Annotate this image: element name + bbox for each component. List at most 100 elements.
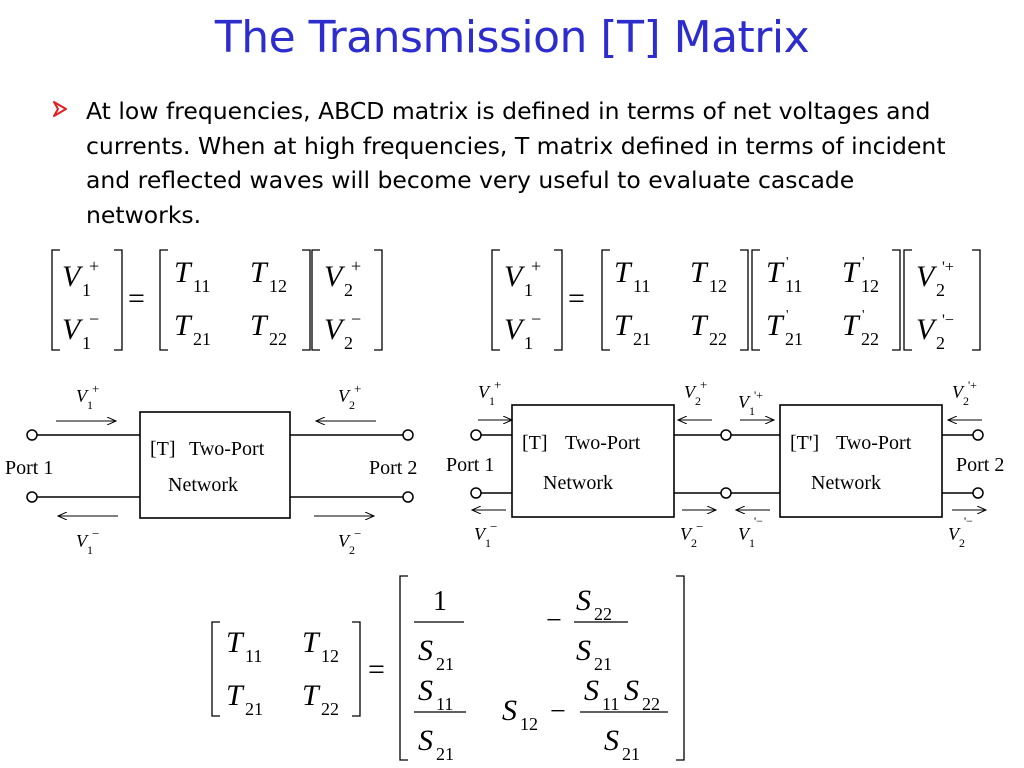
math-symbol-V: V	[738, 392, 751, 412]
math-symbol-equals: =	[568, 282, 585, 315]
math-symbol-sub-12: 12	[321, 646, 339, 666]
math-symbol-block-bracket: [T]	[150, 438, 176, 460]
math-symbol-S: S	[576, 584, 591, 617]
diagram-stroke-path	[114, 249, 123, 351]
math-symbol-block-line1: Two-Port	[836, 432, 912, 454]
diagram-stroke-path	[311, 249, 320, 351]
math-symbol-sup-minus: −	[351, 309, 361, 329]
math-symbol-V: V	[952, 382, 965, 402]
math-symbol-T: T	[174, 309, 193, 342]
math-symbol-sup-plus: +	[494, 377, 501, 392]
diagram-stroke-path	[374, 249, 383, 351]
two-port-block-1	[511, 404, 675, 518]
diagram-stroke-circle	[470, 487, 482, 499]
math-symbol-sub-22: 22	[642, 694, 660, 714]
math-symbol-sub-12: 12	[520, 714, 538, 734]
math-symbol-T: T	[174, 256, 193, 289]
math-symbol-sup-plus: +	[92, 381, 99, 396]
math-symbol-V: V	[738, 524, 751, 544]
math-symbol-V: V	[76, 386, 89, 406]
math-symbol-sub-22: 22	[594, 604, 612, 624]
math-symbol-sup-minus: −	[89, 309, 99, 329]
diagram-stroke-path	[159, 249, 168, 351]
math-symbol-sub-2: 2	[691, 536, 697, 550]
two-port-block-2	[779, 404, 943, 518]
math-symbol-V: V	[76, 531, 89, 551]
math-symbol-V: V	[478, 382, 491, 402]
math-symbol-sub-11: 11	[245, 646, 262, 666]
math-symbol-V: V	[474, 524, 487, 544]
math-symbol-sup-plus: +	[89, 256, 99, 276]
math-symbol-sub-12: 12	[861, 276, 879, 296]
diagram-cascade-two-port: [T] Two-Port Network [T'] Two-Port Netwo…	[446, 377, 1004, 550]
math-symbol-neg: −	[550, 696, 566, 727]
math-symbol-V: V	[324, 260, 346, 293]
diagram-stroke-path	[352, 621, 361, 717]
math-symbol-sub-2: 2	[963, 394, 969, 408]
math-symbol-T: T	[690, 309, 709, 342]
math-symbol-equals: =	[128, 282, 145, 315]
math-symbol-S: S	[624, 674, 639, 707]
math-symbol-V: V	[916, 313, 938, 346]
port1-bottom-terminal	[26, 491, 38, 503]
math-symbol-sub-11: 11	[602, 694, 619, 714]
diagram-single-two-port: [T] Two-Port Network Port 1 Port 2 V 1 +…	[5, 381, 417, 557]
math-symbol-sup-prime-plus: '+	[942, 259, 954, 276]
math-symbol-sub-21: 21	[633, 329, 651, 349]
math-symbol-V: V	[504, 313, 526, 346]
math-symbol-sub-1: 1	[82, 280, 91, 300]
math-symbol-V: V	[62, 313, 84, 346]
math-symbol-sub-1: 1	[749, 536, 755, 550]
math-symbol-S: S	[604, 724, 619, 757]
math-symbol-T: T	[302, 679, 321, 712]
math-symbol-sub-2: 2	[695, 394, 701, 408]
math-symbol-sub-11: 11	[436, 694, 453, 714]
math-symbol-sub-22: 22	[709, 329, 727, 349]
math-symbol-T: T	[614, 256, 633, 289]
diagram-stroke-circle	[720, 487, 732, 499]
math-symbol-sub-21: 21	[436, 744, 454, 764]
math-symbol-sup-minus: −	[696, 519, 703, 534]
math-symbol-S: S	[584, 674, 599, 707]
port1-top-terminal	[26, 429, 38, 441]
math-symbol-sup-prime-minus: '−	[942, 312, 954, 329]
math-symbol-sup-prime-minus: '−	[754, 514, 763, 528]
diagram-stroke-path	[903, 249, 912, 351]
bullet-text: At low frequencies, ABCD matrix is defin…	[86, 97, 946, 229]
math-symbol-sup-prime-minus: '−	[964, 514, 973, 528]
math-symbol-block-bracket-prime: [T']	[790, 432, 819, 454]
math-symbol-sup-plus: +	[351, 256, 361, 276]
math-symbol-S: S	[418, 634, 433, 667]
math-symbol-sub-12: 12	[269, 276, 287, 296]
diagram-stroke-path	[554, 249, 563, 351]
math-symbol-sup-prime: '	[786, 255, 789, 270]
math-symbol-neg: −	[546, 605, 562, 636]
math-symbol-sub-22: 22	[321, 699, 339, 719]
math-symbol-sup-minus: −	[490, 519, 497, 534]
math-symbol-S: S	[418, 674, 433, 707]
equation-t-matrix-cascade: V 1 + V 1 − = T 11 T 12 T 21 T 22 T ' 11…	[491, 249, 981, 353]
math-symbol-T: T	[614, 309, 633, 342]
math-symbol-sup-minus: −	[531, 309, 541, 329]
diagram-stroke-path	[892, 249, 901, 351]
math-symbol-sub-22: 22	[269, 329, 287, 349]
slide-title: The Transmission [T] Matrix	[214, 12, 810, 63]
math-symbol-block-bracket: [T]	[522, 432, 548, 454]
math-symbol-sub-2: 2	[349, 543, 355, 557]
math-symbol-sub-21: 21	[436, 654, 454, 674]
math-symbol-sup-plus: +	[531, 256, 541, 276]
diagram-stroke-path	[676, 575, 685, 761]
math-symbol-sub-1: 1	[87, 398, 93, 412]
equation-t-matrix-single: V 1 + V 1 − = T 11 T 12 T 21 T 22 V 2 + …	[51, 249, 383, 353]
math-symbol-port2: Port 2	[956, 454, 1004, 476]
math-symbol-sub-1: 1	[524, 333, 533, 353]
math-symbol-sub-2: 2	[349, 398, 355, 412]
math-symbol-sub-21: 21	[622, 744, 640, 764]
math-symbol-sub-11: 11	[785, 276, 802, 296]
math-symbol-sub-11: 11	[633, 276, 650, 296]
math-symbol-T: T	[226, 626, 245, 659]
math-symbol-sub-21: 21	[193, 329, 211, 349]
two-port-block	[139, 411, 291, 519]
